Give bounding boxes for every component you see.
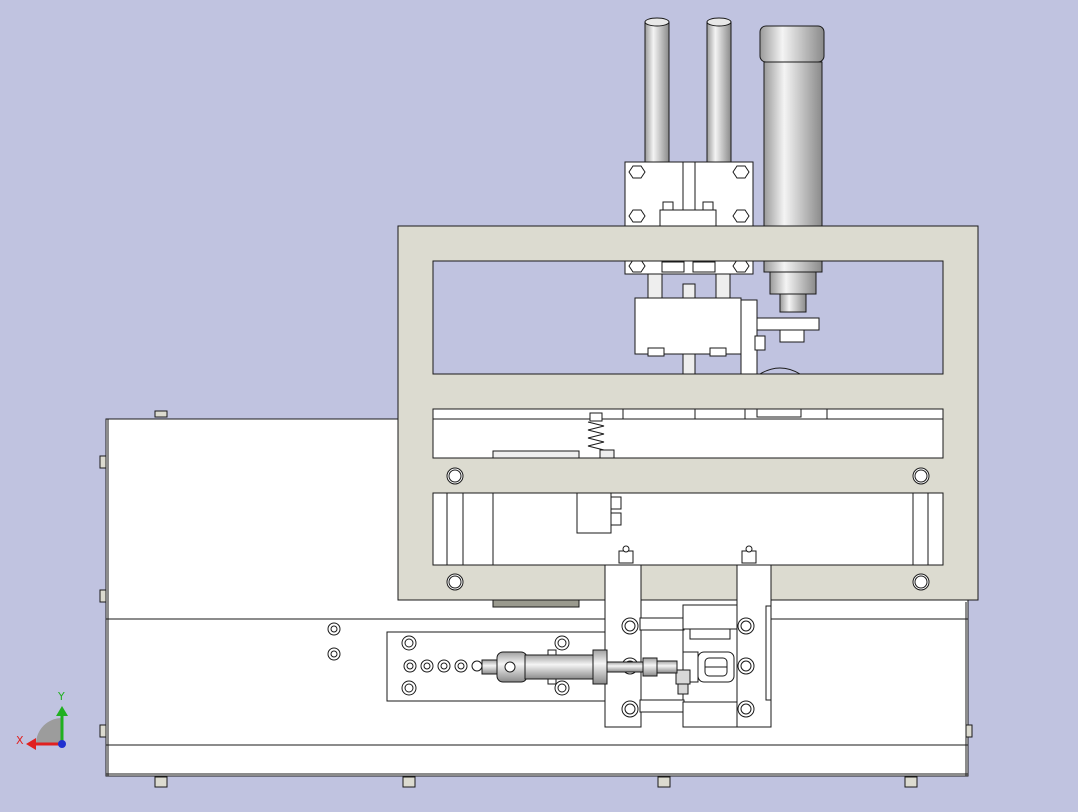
- main-frame[interactable]: [397, 225, 979, 601]
- triad-z-axis-icon: [58, 740, 66, 748]
- triad-x-arrow-icon: [26, 738, 36, 750]
- guide-rod-left[interactable]: [644, 17, 670, 169]
- orientation-triad[interactable]: X Y: [16, 690, 68, 750]
- motor-cylinder[interactable]: [759, 25, 825, 313]
- compression-spring: [587, 412, 605, 451]
- rotary-coupler: [675, 651, 735, 695]
- triad-x-label: X: [16, 734, 24, 747]
- clamp-hex-bolts: [628, 165, 750, 273]
- triad-y-arrow-icon: [56, 706, 68, 716]
- guide-rod-right[interactable]: [706, 17, 732, 169]
- frame-inner-lower: [432, 408, 944, 566]
- carriage-nuts: [618, 545, 757, 564]
- lower-frame-shadow: [492, 599, 580, 608]
- pneumatic-cylinder[interactable]: [481, 649, 678, 685]
- triad-plane-icon: [36, 718, 62, 744]
- base-holes: [327, 622, 341, 661]
- triad-y-label: Y: [57, 690, 65, 703]
- frame-bolt-holes: [446, 467, 930, 591]
- slider-block[interactable]: [634, 297, 820, 375]
- mount-plate-holes: [401, 635, 570, 696]
